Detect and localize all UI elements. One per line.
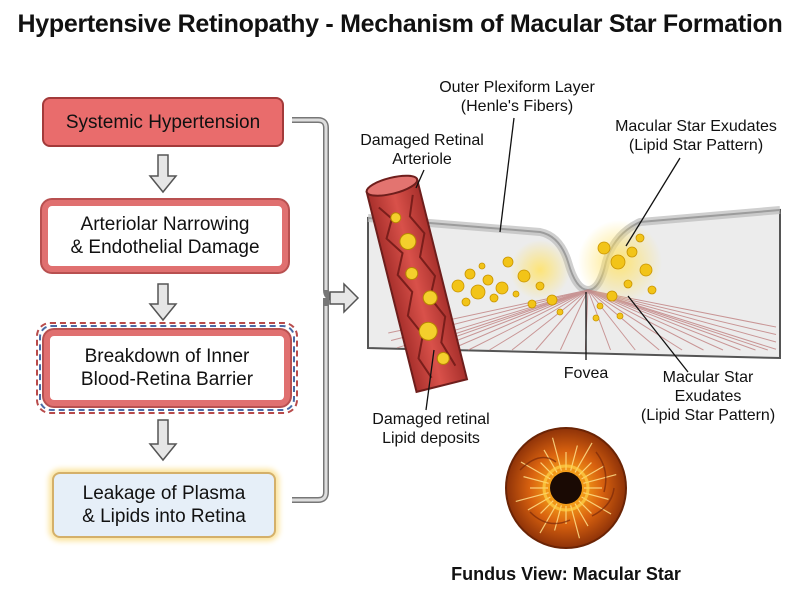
down-arrow-2 [148,283,178,322]
label-damaged-arteriole-line2: Arteriole [392,151,452,168]
fundus-caption: Fundus View: Macular Star [451,564,681,584]
flow-arrows [148,154,178,462]
step3-line1: Breakdown of Inner [84,346,250,367]
retina-cross-section [367,206,781,360]
barrier-breakdown-box: Breakdown of Inner Blood-Retina Barrier [44,330,290,406]
leader-lines [415,117,689,411]
label-outer-plexiform: Outer Plexiform Layer (Henle's Fibers) [432,78,602,116]
step4-line2: & Lipids into Retina [82,506,246,527]
barrier-box-dashed-outline [36,322,298,414]
step1-text: Systemic Hypertension [65,111,261,133]
label-fovea: Fovea [563,365,609,382]
label-exudates-bottom-line1: Macular Star [662,369,754,386]
step3-line2: Blood-Retina Barrier [80,369,254,390]
label-lipid-deposits-line2: Lipid deposits [382,430,480,447]
exudate-deposits [502,233,657,322]
label-exudates-bottom: Macular Star Exudates (Lipid Star Patter… [628,368,788,425]
label-exudates-top-line1: Macular Star Exudates [615,118,777,135]
bracket-arrow-head [329,282,360,314]
step4-line1: Leakage of Plasma [82,483,246,504]
label-damaged-arteriole-line1: Damaged Retinal [360,132,484,149]
label-exudates-bottom-line2: Exudates [674,388,742,405]
label-lipid-deposits-line1: Damaged retinal [372,411,490,428]
exudate-glow-left [510,240,570,300]
step2-line1: Arteriolar Narrowing [80,214,250,235]
down-arrow-1 [148,154,178,194]
label-lipid-deposits: Damaged retinal Lipid deposits [356,410,506,448]
down-arrow-3 [148,419,178,462]
barrier-box-dashed-outline-inner [39,325,295,411]
fundus-view [505,427,627,549]
damaged-arteriole [365,174,469,394]
label-exudates-top: Macular Star Exudates (Lipid Star Patter… [596,117,796,155]
label-damaged-arteriole: Damaged Retinal Arteriole [352,131,492,169]
label-exudates-bottom-line3: (Lipid Star Pattern) [640,407,776,424]
bracket-connector [292,117,335,503]
label-outer-plexiform-line1: Outer Plexiform Layer [439,79,595,96]
step2-line2: & Endothelial Damage [70,237,260,258]
label-exudates-top-line2: (Lipid Star Pattern) [628,137,764,154]
arteriolar-narrowing-box: Arteriolar Narrowing & Endothelial Damag… [42,200,288,272]
plasma-leakage-box: Leakage of Plasma & Lipids into Retina [52,472,276,538]
leakage-spray [451,262,509,307]
systemic-hypertension-box: Systemic Hypertension [42,97,284,147]
page-title: Hypertensive Retinopathy - Mechanism of … [17,10,783,38]
label-outer-plexiform-line2: (Henle's Fibers) [460,98,574,115]
